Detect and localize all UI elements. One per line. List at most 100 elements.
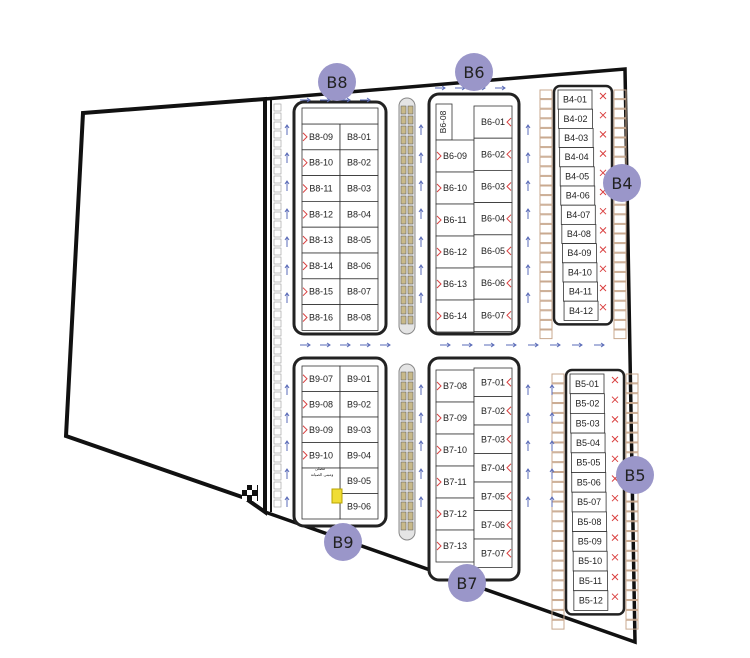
unit-b7-08[interactable]: B7-08: [435, 369, 475, 403]
unit-b6-11[interactable]: B6-11: [435, 203, 475, 237]
unit-b8-15[interactable]: B8-15: [301, 278, 341, 305]
unit-b9-08[interactable]: B9-08: [301, 391, 341, 418]
unit-b8-11[interactable]: B8-11: [301, 175, 341, 202]
unit-b5-06[interactable]: B5-06: [571, 472, 607, 493]
unit-b7-01[interactable]: B7-01: [473, 367, 513, 397]
unit-b4-11[interactable]: B4-11: [563, 281, 598, 302]
unit-b7-04[interactable]: B7-04: [473, 453, 513, 483]
unit-b7-03[interactable]: B7-03: [473, 424, 513, 454]
unit-b5-12[interactable]: B5-12: [573, 590, 609, 611]
unit-b4-01[interactable]: B4-01: [557, 89, 593, 110]
unit-b9-03[interactable]: B9-03: [339, 416, 379, 443]
unit-b8-05[interactable]: B8-05: [339, 226, 379, 254]
unit-b9-01[interactable]: B9-01: [339, 365, 379, 392]
median-stall: [400, 125, 407, 135]
unit-b8-09[interactable]: B8-09: [301, 123, 341, 151]
unit-b6-14[interactable]: B6-14: [435, 299, 475, 333]
unit-b4-09[interactable]: B4-09: [562, 243, 597, 264]
unit-b7-09-label: B7-09: [443, 413, 467, 423]
unit-b4-04[interactable]: B4-04: [559, 147, 595, 168]
unit-b8-04[interactable]: B8-04: [339, 200, 379, 228]
unit-b5-10[interactable]: B5-10: [572, 550, 608, 572]
unit-b7-02[interactable]: B7-02: [473, 396, 513, 426]
unit-b6-07[interactable]: B6-07: [473, 298, 513, 332]
unit-b5-07[interactable]: B5-07: [571, 491, 607, 513]
unit-b6-09[interactable]: B6-09: [435, 139, 475, 173]
unit-b5-04[interactable]: B5-04: [570, 432, 606, 454]
unit-b8-02[interactable]: B8-02: [339, 149, 379, 177]
unit-b6-02[interactable]: B6-02: [473, 137, 513, 171]
unit-b7-10[interactable]: B7-10: [435, 433, 475, 467]
unit-b9-04[interactable]: B9-04: [339, 442, 379, 469]
unit-b6-04[interactable]: B6-04: [473, 202, 513, 236]
unit-b8-14[interactable]: B8-14: [301, 252, 341, 280]
median-stall: [407, 215, 414, 225]
unit-b6-12[interactable]: B6-12: [435, 235, 475, 269]
unit-b6-07-label: B6-07: [481, 310, 505, 320]
unit-b4-12[interactable]: B4-12: [563, 300, 599, 321]
unit-b6-04-label: B6-04: [481, 214, 505, 224]
unit-b6-03[interactable]: B6-03: [473, 169, 513, 203]
parking-stall: [273, 355, 282, 364]
median-stall: [407, 195, 414, 205]
entry-mark: [436, 413, 442, 423]
unit-b4-03[interactable]: B4-03: [558, 127, 594, 148]
unit-b4-05[interactable]: B4-05: [559, 166, 595, 187]
unit-b4-03-label: B4-03: [564, 133, 588, 143]
entry-mark: [302, 158, 308, 168]
unit-b9-09[interactable]: B9-09: [301, 416, 341, 443]
unit-b4-06[interactable]: B4-06: [560, 185, 596, 206]
parking-stall: [539, 300, 553, 311]
parking-stall: [613, 329, 627, 340]
unit-b7-13[interactable]: B7-13: [435, 529, 475, 563]
unit-b4-08-label: B4-08: [567, 229, 591, 239]
unit-b7-12[interactable]: B7-12: [435, 497, 475, 531]
unit-b5-09[interactable]: B5-09: [572, 531, 608, 552]
unit-b8-08[interactable]: B8-08: [339, 304, 379, 331]
median-stall: [400, 175, 407, 185]
unit-b8-16[interactable]: B8-16: [301, 304, 341, 331]
unit-b9-02[interactable]: B9-02: [339, 391, 379, 418]
unit-b6-10[interactable]: B6-10: [435, 171, 475, 205]
unit-b7-09[interactable]: B7-09: [435, 401, 475, 435]
unit-b8-06[interactable]: B8-06: [339, 252, 379, 280]
unit-b4-08[interactable]: B4-08: [561, 223, 597, 244]
unit-b5-05[interactable]: B5-05: [571, 452, 606, 473]
unit-b6-05[interactable]: B6-05: [473, 234, 513, 268]
unit-b5-11[interactable]: B5-11: [573, 570, 608, 592]
zone-badge-b6[interactable]: B6: [455, 53, 493, 91]
entry-mark: [436, 381, 442, 391]
zone-badge-b8[interactable]: B8: [318, 63, 356, 101]
unit-b9-06[interactable]: B9-06: [339, 493, 379, 520]
unit-b4-07[interactable]: B4-07: [560, 204, 596, 225]
unit-b4-02[interactable]: B4-02: [558, 108, 593, 129]
unit-b9-01-label: B9-01: [347, 374, 371, 384]
zone-badge-b4[interactable]: B4: [603, 164, 641, 202]
unit-b8-12[interactable]: B8-12: [301, 200, 341, 228]
unit-b7-07[interactable]: B7-07: [473, 538, 513, 568]
unit-b8-10[interactable]: B8-10: [301, 149, 341, 177]
unit-b4-10[interactable]: B4-10: [562, 262, 598, 283]
unit-b9-07[interactable]: B9-07: [301, 365, 341, 392]
unit-b5-03[interactable]: B5-03: [570, 412, 606, 434]
zone-badge-b9[interactable]: B9: [324, 523, 362, 561]
unit-b6-06[interactable]: B6-06: [473, 266, 513, 300]
unit-b8-03[interactable]: B8-03: [339, 175, 379, 202]
unit-b7-11[interactable]: B7-11: [435, 465, 475, 499]
unit-b5-09-label: B5-09: [578, 536, 602, 546]
unit-b9-05[interactable]: B9-05: [339, 467, 379, 494]
unit-b6-01[interactable]: B6-01: [473, 105, 513, 139]
unit-b5-02[interactable]: B5-02: [569, 393, 605, 414]
unit-b7-05[interactable]: B7-05: [473, 481, 513, 511]
zone-badge-b5[interactable]: B5: [616, 456, 654, 494]
unit-b8-07[interactable]: B8-07: [339, 278, 379, 305]
unit-b5-01[interactable]: B5-01: [569, 373, 605, 395]
unit-b6-13[interactable]: B6-13: [435, 267, 475, 301]
zone-badge-b7[interactable]: B7: [448, 564, 486, 602]
unit-b8-01[interactable]: B8-01: [339, 123, 379, 151]
unit-b5-08[interactable]: B5-08: [572, 511, 607, 532]
unit-b9-10[interactable]: B9-10: [301, 442, 341, 469]
unit-b7-06[interactable]: B7-06: [473, 510, 513, 540]
unit-b8-13[interactable]: B8-13: [301, 226, 341, 254]
unit-b9-07-box: [301, 365, 341, 392]
